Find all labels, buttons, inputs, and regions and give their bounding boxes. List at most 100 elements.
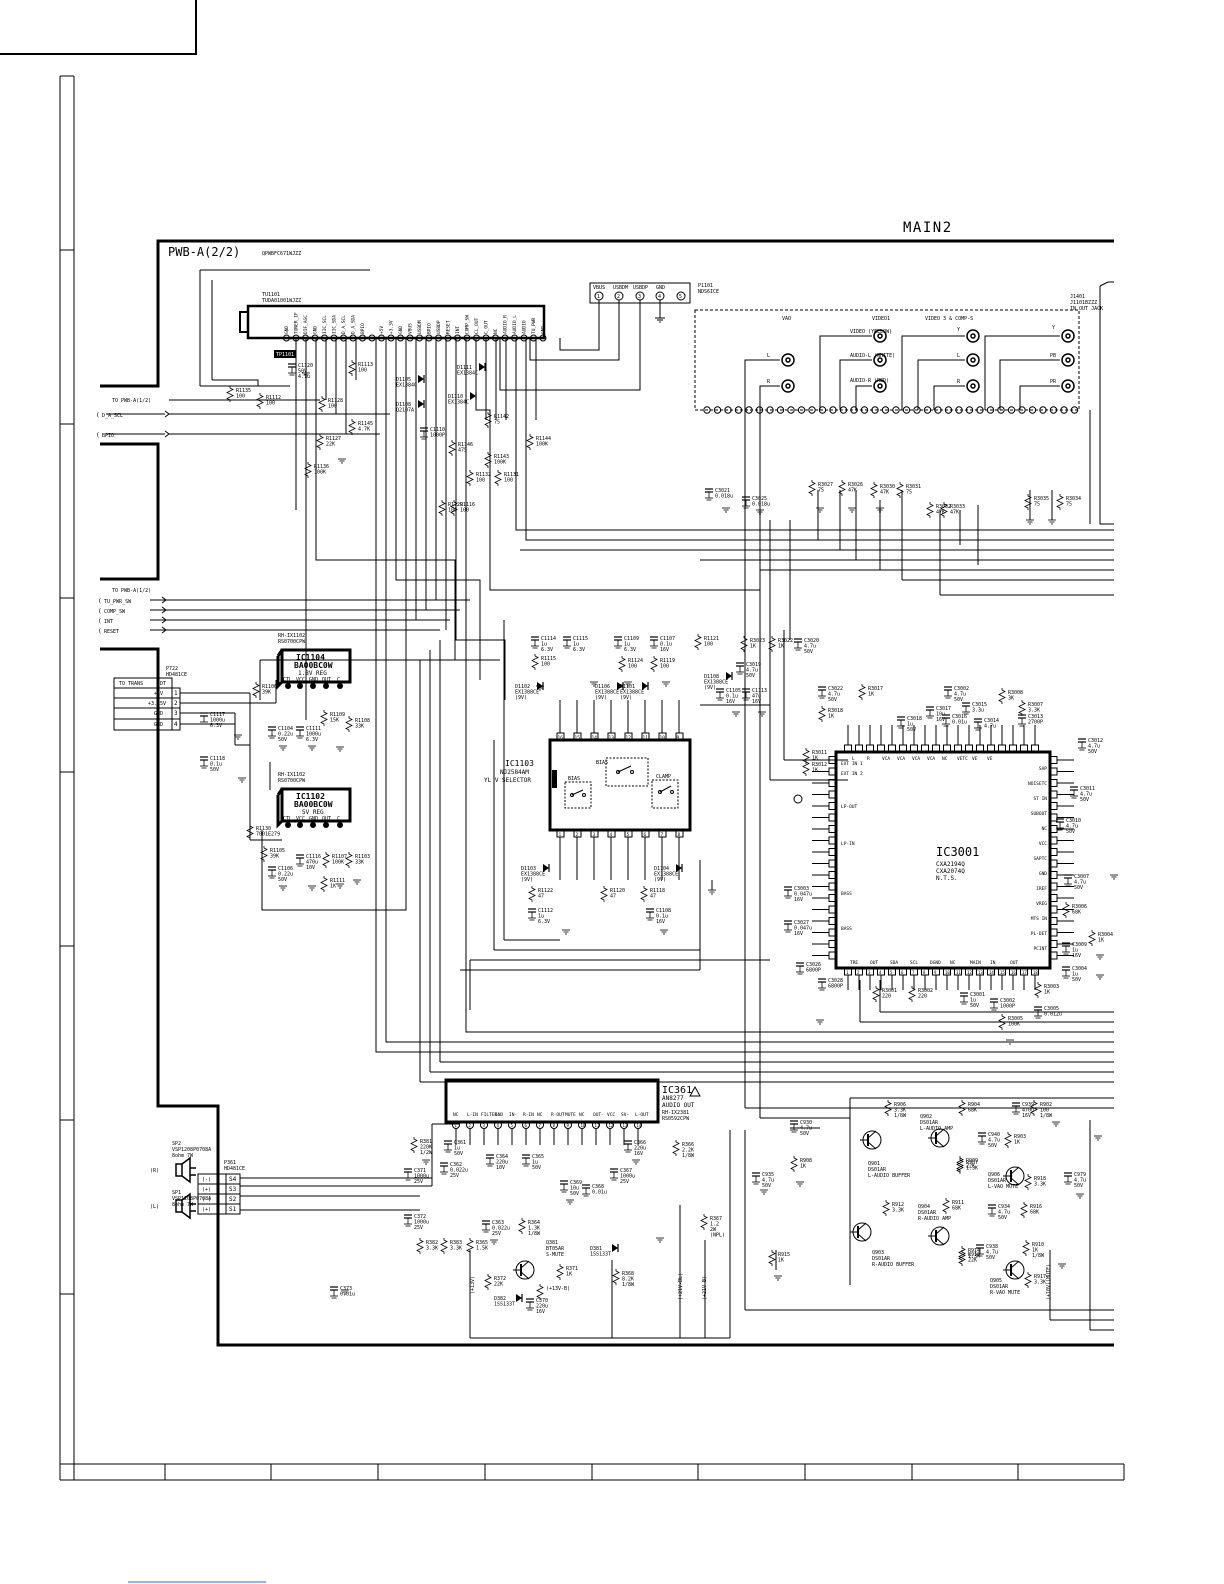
ic361-pin (508, 1121, 516, 1129)
resistor-symbol (908, 986, 916, 1002)
reset-label: RESET (104, 629, 119, 635)
resistor-symbol (870, 482, 878, 498)
voltage-label: (+10V)(MUTE) (1046, 1264, 1052, 1300)
ic361-pin-label: MUTE (565, 1112, 576, 1118)
wiring (169, 269, 1114, 1339)
ic1102-desc: 5V REG (302, 809, 324, 816)
ic1103-bias2: BIAS (596, 760, 608, 766)
jack-pin (892, 406, 900, 414)
jack-pin (745, 406, 753, 414)
ic361-pin (536, 1121, 544, 1129)
ic3001-pin-num: 10 (945, 970, 950, 975)
resistor-symbol (926, 502, 934, 518)
tuner-pin-label: AUDIO_L (512, 315, 518, 334)
trans-pin-3-label: GND (154, 711, 163, 717)
ic361-pins: NC1L-IN2FILTER3GND4IN-5R-IN6NC7R-OUT8MUT… (452, 1112, 649, 1145)
page-frame (0, 0, 1125, 1481)
jack-pin (923, 406, 932, 414)
tuner-pin (539, 334, 547, 342)
resistor-symbol (304, 462, 312, 478)
sp2-side: (R) (150, 1168, 159, 1174)
resistor-symbol (958, 1250, 966, 1266)
ic361-pin-label: GND (495, 1112, 503, 1118)
jack-pin (787, 406, 795, 414)
jack-pin (1007, 406, 1016, 414)
ic361-pin-label: IN- (509, 1112, 517, 1118)
tuner-pin (501, 334, 509, 342)
net-label: (+13V-B) (546, 1286, 570, 1292)
jack-video3-label: VIDEO 3 & COMP-S (925, 316, 973, 322)
resistor-symbol (942, 1198, 950, 1214)
jack-comp-pb: PB (1050, 353, 1056, 359)
resistor-symbol (956, 1158, 964, 1174)
jack-pin (1049, 406, 1058, 414)
diode-symbol (418, 400, 424, 408)
resistor-symbol (466, 470, 474, 486)
resistor-symbol (998, 1014, 1006, 1030)
sp1-part: VSP1208P0708A (172, 1196, 211, 1202)
resistor-symbol (450, 500, 458, 516)
ic361-pin-label: NC (537, 1112, 543, 1118)
sp2-part: VSP1208P0708A (172, 1147, 211, 1153)
jack-pin (713, 406, 722, 414)
ic3001-right-label: IREF (1036, 886, 1047, 892)
p1101-pin-3: USBDP (633, 285, 648, 291)
ic3001-top-label: VETC (957, 756, 968, 762)
tuner-pin-label: DIF_AGC (303, 315, 309, 334)
tuner-pin (321, 334, 328, 342)
jack-v3-l: L (957, 353, 960, 359)
jack-pin (902, 406, 911, 414)
ic3001-right-label: SUBOUT (1031, 811, 1048, 817)
tu-pwr-sw-label: TU_PWR_SW (104, 599, 132, 605)
jack-comp-pr: PR (1050, 379, 1057, 385)
ic3001-right-label: VCC (1039, 841, 1047, 847)
jack-v3-r: R (957, 379, 961, 385)
resistor-symbol (410, 1137, 418, 1153)
jack-vao-l: L (767, 353, 770, 359)
regulator-ic1104: RH-IX1102 RS0700CPW IC1104 BA00BC0W 1.8V… (276, 633, 352, 690)
sheet-title: MAIN2 (903, 220, 953, 236)
svg-text:(: ( (98, 608, 102, 615)
ic1104-pin-vcc: VCC (296, 677, 305, 683)
resistor-symbol (790, 1156, 798, 1172)
tuner-pin-label: AUDIO (522, 320, 528, 334)
ic3001-pin-num: 11 (956, 970, 961, 975)
jack-pin (829, 406, 837, 414)
jack-pin (986, 406, 995, 414)
ic3001-right-label: VREG (1036, 901, 1047, 907)
speaker-icon (175, 1156, 196, 1220)
tuner-pin (406, 334, 414, 342)
ic3001-bot-label: IN (990, 960, 996, 966)
ic3001-left-label: LP-IN (841, 841, 855, 847)
jack-v3-y: Y (957, 327, 960, 333)
q903-ref: Q903 (872, 1250, 884, 1256)
diode-symbol (726, 672, 732, 680)
